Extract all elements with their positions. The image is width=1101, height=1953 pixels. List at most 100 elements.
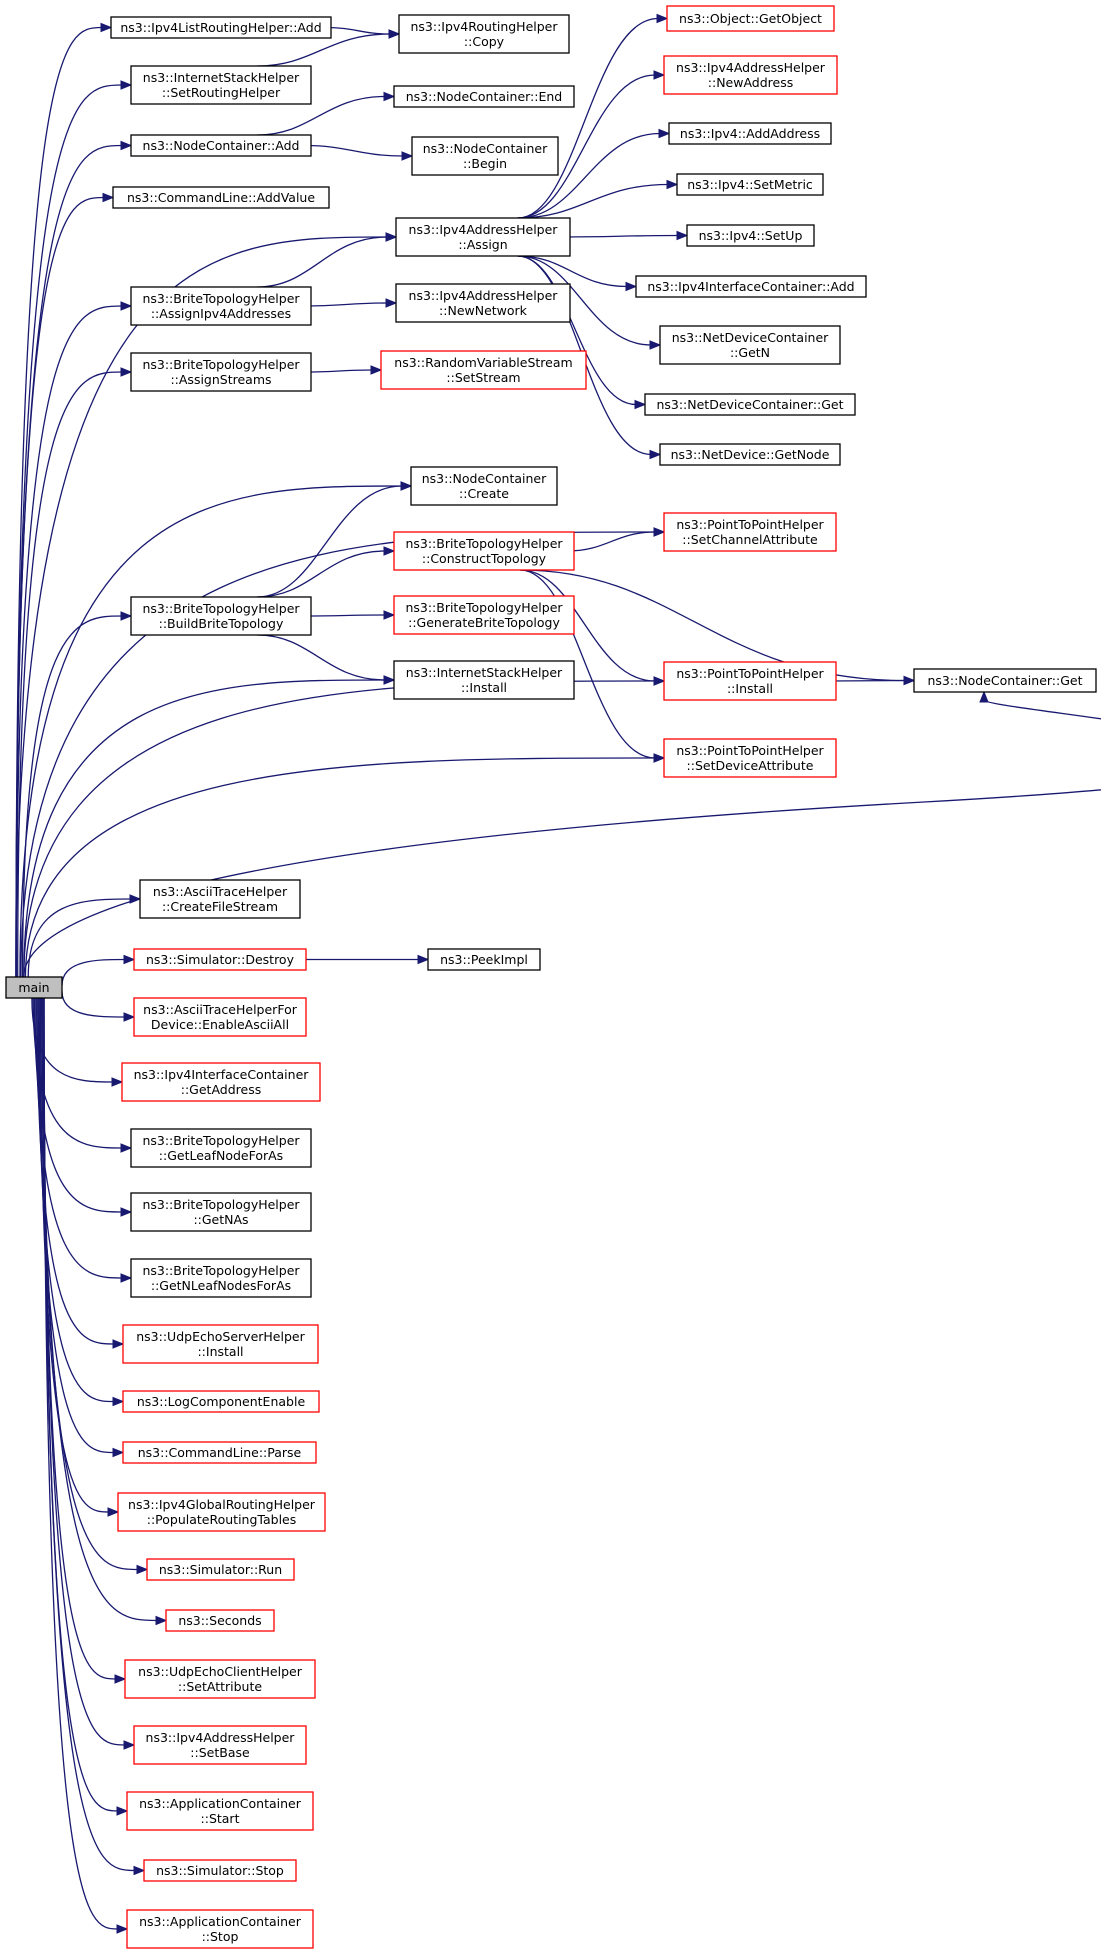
node-netdevcont-get[interactable]: ns3::NetDeviceContainer::Get: [644, 393, 856, 416]
node-box: [146, 1558, 295, 1581]
node-seconds[interactable]: ns3::Seconds: [165, 1609, 275, 1632]
node-ipv4-setmetric[interactable]: ns3::Ipv4::SetMetric: [676, 173, 824, 196]
node-udpechoclient-setattr[interactable]: ns3::UdpEchoClientHelper::SetAttribute: [124, 1659, 316, 1699]
arrow-head: [112, 1339, 125, 1349]
node-ascii-enableall[interactable]: ns3::AsciiTraceHelperForDevice::EnableAs…: [133, 997, 307, 1037]
arrow-head: [120, 1143, 133, 1153]
node-label: ns3::ApplicationContainer: [139, 1914, 302, 1929]
node-internetstack-install[interactable]: ns3::InternetStackHelper::Install: [393, 660, 575, 700]
node-netdevice-getnode[interactable]: ns3::NetDevice::GetNode: [659, 443, 841, 466]
node-label: ns3::Ipv4::SetUp: [699, 228, 803, 243]
node-appcontainer-start[interactable]: ns3::ApplicationContainer::Start: [126, 1791, 314, 1831]
node-label: ns3::BriteTopologyHelper: [142, 357, 300, 372]
edge-main-to-udpechoclient-setattr: [43, 997, 117, 1680]
node-object-getobject[interactable]: ns3::Object::GetObject: [666, 5, 835, 32]
node-main[interactable]: main: [5, 976, 63, 999]
node-label: ns3::InternetStackHelper: [406, 665, 563, 680]
node-label: ns3::Ipv4ListRoutingHelper::Add: [120, 20, 321, 35]
node-nodecontainer-add[interactable]: ns3::NodeContainer::Add: [130, 134, 312, 157]
arrow-head: [102, 192, 115, 203]
node-ipv4-setup[interactable]: ns3::Ipv4::SetUp: [686, 224, 815, 247]
node-brite-generate[interactable]: ns3::BriteTopologyHelper::GenerateBriteT…: [393, 595, 575, 635]
node-ipv4addr-newaddress[interactable]: ns3::Ipv4AddressHelper::NewAddress: [663, 55, 838, 95]
node-label: ::Start: [201, 1811, 240, 1826]
node-box: [410, 466, 558, 506]
arrow-head: [112, 1447, 125, 1458]
node-ipv4addr-newnetwork[interactable]: ns3::Ipv4AddressHelper::NewNetwork: [395, 283, 571, 323]
node-ipv4addr-assign[interactable]: ns3::Ipv4AddressHelper::Assign: [395, 217, 571, 257]
edge-brite-construct-to-p2p-setdeviceattr: [519, 569, 656, 759]
node-box: [398, 14, 570, 54]
node-box: [126, 1909, 314, 1949]
node-box: [130, 1192, 312, 1232]
node-box: [117, 1492, 326, 1532]
node-ipv4routing-copy[interactable]: ns3::Ipv4RoutingHelper::Copy: [398, 14, 570, 54]
edge-internetstack-setrouting-to-ipv4routing-copy: [256, 33, 391, 67]
node-udpechoserver-install[interactable]: ns3::UdpEchoServerHelper::Install: [122, 1324, 319, 1364]
arrow-head: [649, 340, 662, 350]
node-nodecontainer-get[interactable]: ns3::NodeContainer::Get: [913, 668, 1097, 693]
arrow-head: [116, 1924, 129, 1934]
node-brite-build[interactable]: ns3::BriteTopologyHelper::BuildBriteTopo…: [130, 596, 312, 636]
node-ipv4ifc-getaddress[interactable]: ns3::Ipv4InterfaceContainer::GetAddress: [121, 1062, 321, 1102]
node-label: ns3::NodeContainer::Get: [928, 673, 1083, 688]
arrow-head: [979, 690, 989, 703]
edge-ipv4addr-assign-to-ipv4-addaddress: [517, 132, 661, 219]
node-box: [393, 660, 575, 700]
node-ipv4global-populate[interactable]: ns3::Ipv4GlobalRoutingHelper::PopulateRo…: [117, 1492, 326, 1532]
node-nodecontainer-begin[interactable]: ns3::NodeContainer::Begin: [411, 136, 559, 176]
arrow-head: [383, 610, 396, 620]
node-box: [122, 1324, 319, 1364]
node-label: ns3::Ipv4GlobalRoutingHelper: [128, 1497, 316, 1512]
node-brite-assignstreams[interactable]: ns3::BriteTopologyHelper::AssignStreams: [130, 352, 312, 392]
node-internetstack-setrouting[interactable]: ns3::InternetStackHelper::SetRoutingHelp…: [130, 65, 312, 105]
node-nodecontainer-end[interactable]: ns3::NodeContainer::End: [393, 85, 575, 108]
node-nodecontainer-create[interactable]: ns3::NodeContainer::Create: [410, 466, 558, 506]
node-simulator-stop[interactable]: ns3::Simulator::Stop: [143, 1859, 297, 1882]
node-simulator-destroy[interactable]: ns3::Simulator::Destroy: [133, 948, 307, 971]
node-p2p-setdeviceattr[interactable]: ns3::PointToPointHelper::SetDeviceAttrib…: [663, 738, 837, 778]
node-p2p-setchannelattr[interactable]: ns3::PointToPointHelper::SetChannelAttri…: [663, 512, 837, 552]
node-box: [663, 661, 837, 701]
edge-main-to-brite-getleafnode: [32, 997, 123, 1149]
node-simulator-run[interactable]: ns3::Simulator::Run: [146, 1558, 295, 1581]
node-label: ::Install: [727, 681, 773, 696]
node-commandline-parse[interactable]: ns3::CommandLine::Parse: [122, 1441, 317, 1464]
node-ipv4ifc-add[interactable]: ns3::Ipv4InterfaceContainer::Add: [635, 275, 867, 298]
node-box: [663, 738, 837, 778]
node-logcomponentenable[interactable]: ns3::LogComponentEnable: [122, 1390, 320, 1413]
node-label: ns3::RandomVariableStream: [394, 355, 572, 370]
node-ipv4-addaddress[interactable]: ns3::Ipv4::AddAddress: [668, 122, 832, 145]
edge-ipv4list-add-to-ipv4routing-copy: [324, 26, 391, 35]
node-ipv4addr-setbase[interactable]: ns3::Ipv4AddressHelper::SetBase: [133, 1725, 307, 1765]
node-netdevcont-getn[interactable]: ns3::NetDeviceContainer::GetN: [659, 325, 841, 365]
node-ipv4list-add[interactable]: ns3::Ipv4ListRoutingHelper::Add: [110, 16, 332, 39]
arrow-head: [120, 80, 133, 90]
node-brite-getnas[interactable]: ns3::BriteTopologyHelper::GetNAs: [130, 1192, 312, 1232]
node-peekimpl[interactable]: ns3::PeekImpl: [427, 948, 541, 971]
edge-main-to-ipv4list-add: [15, 26, 103, 978]
edge-main-to-nodecontainer-get: [23, 699, 1101, 978]
node-brite-construct[interactable]: ns3::BriteTopologyHelper::ConstructTopol…: [393, 531, 575, 571]
node-label: ::GetN: [730, 345, 770, 360]
node-label: ns3::Object::GetObject: [679, 11, 822, 26]
node-box: [644, 393, 856, 416]
node-rvs-setstream[interactable]: ns3::RandomVariableStream::SetStream: [380, 350, 587, 390]
node-label: ns3::Ipv4AddressHelper: [676, 60, 826, 75]
arrow-head: [123, 954, 136, 965]
node-label: ns3::PointToPointHelper: [676, 743, 824, 758]
node-brite-assignipv4[interactable]: ns3::BriteTopologyHelper::AssignIpv4Addr…: [130, 286, 312, 326]
node-label: ::ConstructTopology: [422, 551, 547, 566]
node-appcontainer-stop[interactable]: ns3::ApplicationContainer::Stop: [126, 1909, 314, 1949]
node-commandline-addvalue[interactable]: ns3::CommandLine::AddValue: [112, 186, 330, 209]
node-p2p-install[interactable]: ns3::PointToPointHelper::Install: [663, 661, 837, 701]
node-ascii-createfilestream[interactable]: ns3::AsciiTraceHelper::CreateFileStream: [139, 879, 301, 919]
arrow-head: [129, 894, 142, 904]
edge-main-to-ascii-createfilestream: [27, 898, 132, 978]
node-label: ns3::AsciiTraceHelperFor: [143, 1002, 298, 1017]
node-brite-getnleafnodes[interactable]: ns3::BriteTopologyHelper::GetNLeafNodesF…: [130, 1258, 312, 1298]
node-label: ::CreateFileStream: [162, 899, 278, 914]
node-brite-getleafnode[interactable]: ns3::BriteTopologyHelper::GetLeafNodeFor…: [130, 1128, 312, 1168]
node-box: [395, 217, 571, 257]
node-box: [913, 668, 1097, 693]
